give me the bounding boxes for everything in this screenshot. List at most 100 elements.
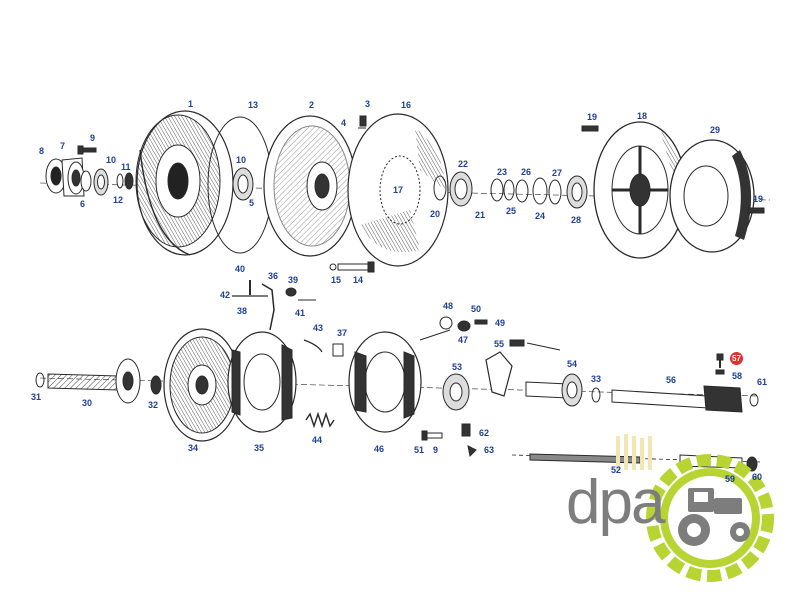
callout-59: 59: [725, 474, 736, 484]
part-5-hub: [232, 167, 254, 201]
part-19-bolt-top: [581, 125, 599, 132]
part-11-ring: [116, 173, 124, 189]
part-44-spring: [305, 411, 335, 429]
part-3-bolt: [358, 115, 367, 129]
part-61-ring: [749, 393, 759, 407]
callout-54: 54: [567, 359, 578, 369]
callout-53: 53: [452, 362, 463, 372]
callout-21: 21: [475, 210, 486, 220]
callout-10a: 10: [106, 155, 117, 165]
callout-19a: 19: [587, 112, 598, 122]
callout-24: 24: [535, 211, 546, 221]
part-6-ring: [80, 170, 92, 192]
part-63: [467, 445, 477, 458]
callout-29: 29: [710, 125, 721, 135]
callout-63: 63: [484, 445, 495, 455]
callout-34: 34: [188, 443, 199, 453]
callout-23: 23: [497, 167, 508, 177]
part-29-cover: [669, 139, 755, 253]
callout-7: 7: [60, 141, 66, 151]
callout-48: 48: [443, 301, 454, 311]
part-55-fork: [485, 351, 513, 397]
callout-9a: 9: [90, 133, 96, 143]
callout-58: 58: [732, 371, 743, 381]
part-35-pressure-plate: [227, 331, 297, 433]
callout-5: 5: [249, 198, 255, 208]
callout-51: 51: [414, 445, 425, 455]
callout-62: 62: [479, 428, 490, 438]
callout-46: 46: [374, 444, 385, 454]
callout-9b: 9: [433, 445, 439, 455]
part-34-clutch-disc: [163, 328, 241, 442]
washer-stack: [490, 177, 562, 205]
part-56-shaft: [611, 385, 743, 413]
callout-39: 39: [288, 275, 299, 285]
callout-52: 52: [611, 465, 622, 475]
callout-41: 41: [295, 308, 306, 318]
gear-icon: [646, 454, 774, 582]
part-32-ring: [150, 375, 162, 395]
callout-17: 17: [393, 185, 404, 195]
callout-36: 36: [268, 271, 279, 281]
part-19-bolt-right: [747, 207, 765, 214]
callout-33: 33: [591, 374, 602, 384]
part-28-bearing: [566, 175, 588, 209]
callout-8: 8: [39, 146, 45, 156]
callout-2: 2: [309, 100, 315, 110]
callout-27: 27: [552, 168, 563, 178]
part-54-sleeve: [525, 373, 583, 407]
part-12-ring: [124, 172, 134, 190]
callout-30: 30: [82, 398, 93, 408]
logo-text: dpa: [566, 468, 665, 537]
upper-assembly: [39, 110, 771, 273]
callout-38: 38: [237, 306, 248, 316]
part-9-bolt: [77, 145, 97, 155]
dpa-logo: [616, 434, 774, 582]
callout-4: 4: [341, 118, 347, 128]
callout-1: 1: [188, 99, 194, 109]
callout-47: 47: [458, 335, 469, 345]
callout-44: 44: [312, 435, 323, 445]
callout-35: 35: [254, 443, 265, 453]
part-51-bolt: [421, 430, 443, 441]
part-46-cover: [348, 331, 422, 433]
callout-60: 60: [752, 472, 763, 482]
part-7-housing: [61, 157, 85, 197]
callout-42: 42: [220, 290, 231, 300]
part-53-release-bearing: [442, 373, 470, 411]
part-14-bolt: [329, 261, 375, 273]
tractor-icon: [678, 488, 750, 546]
callout-3: 3: [365, 99, 371, 109]
callout-6: 6: [80, 199, 86, 209]
callout-10b: 10: [236, 155, 247, 165]
callout-26: 26: [521, 167, 532, 177]
callout-18: 18: [637, 111, 648, 121]
part-1-flywheel: [135, 110, 234, 256]
callout-40: 40: [235, 264, 246, 274]
callout-20: 20: [430, 209, 441, 219]
callout-61: 61: [757, 377, 768, 387]
callout-56: 56: [666, 375, 677, 385]
wheat-icon: [616, 434, 652, 470]
callout-32: 32: [148, 400, 159, 410]
callout-31: 31: [31, 392, 42, 402]
part-31-ring: [35, 372, 45, 388]
callout-13: 13: [248, 100, 259, 110]
callout-43: 43: [313, 323, 324, 333]
part-20-ring: [433, 175, 447, 201]
part-57-grease-nipple: [715, 353, 725, 375]
callout-37: 37: [337, 328, 348, 338]
lower-assembly: [35, 328, 761, 472]
callout-16: 16: [401, 100, 412, 110]
part-16-disc: [347, 113, 449, 267]
callout-25: 25: [506, 206, 517, 216]
callout-15: 15: [331, 275, 342, 285]
part-33-ring: [591, 387, 601, 403]
part-2-fan-housing: [263, 115, 357, 257]
part-30-shaft: [47, 358, 141, 404]
callout-19b: 19: [753, 194, 764, 204]
part-55-bolt: [509, 339, 525, 347]
callout-57-highlighted: 57: [730, 352, 743, 365]
callout-28: 28: [571, 215, 582, 225]
